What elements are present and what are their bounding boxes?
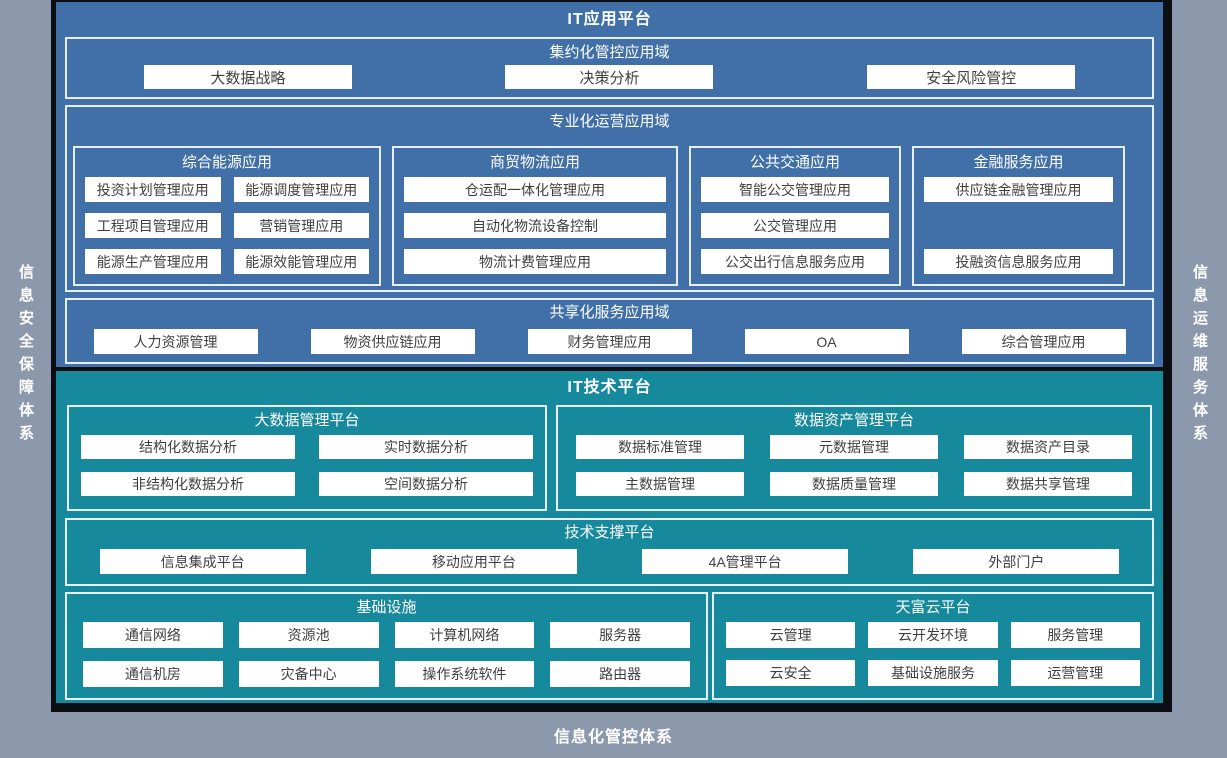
group-financial-services-items: 供应链金融管理应用投融资信息服务应用 [924, 177, 1113, 274]
professional-operation-domain-title: 专业化运营应用域 [549, 113, 670, 130]
module-chip: 移动应用平台 [370, 549, 577, 574]
left-pillar-label: 信息安全保障体系 [17, 264, 34, 448]
data-asset-management-platform: 数据资产管理平台 数据标准管理 元数据管理 数据资产目录主数据管理 数据质量管理 数据共… [556, 405, 1152, 511]
module-chip: 能源调度管理应用 [233, 177, 369, 202]
group-public-transport-items: 智能公交管理应用公交管理应用公交出行信息服务应用 [701, 177, 889, 274]
module-chip: 通信网络 [83, 622, 223, 648]
module-chip: 能源生产管理应用 [85, 249, 221, 274]
group-integrated-energy-title: 综合能源应用 [181, 154, 272, 171]
module-chip: 投资计划管理应用 [85, 177, 221, 202]
module-chip: 操作系统软件 [394, 661, 535, 687]
tech-row-infrastructure: 基础设施 通信网络资源池计算机网络服务器通信机房灾备中心操作系统软件路由器 天富… [65, 592, 1154, 700]
module-chip: 人力资源管理 [93, 329, 258, 354]
tianfu-cloud-platform: 天富云平台 云管理云开发环境服务管理云安全基础设施服务运营管理 [712, 592, 1154, 700]
module-chip: 基础设施服务 [868, 660, 998, 686]
group-financial-services-title: 金融服务应用 [973, 154, 1064, 171]
module-chip: 投融资信息服务应用 [924, 249, 1113, 274]
module-chip: 公交管理应用 [701, 213, 889, 238]
technical-support-platform-title: 技术支撑平台 [564, 524, 655, 541]
module-chip: 运营管理 [1010, 660, 1140, 686]
module-chip: 服务器 [550, 622, 690, 648]
module-chip: 灾备中心 [238, 661, 379, 687]
group-public-transport-title: 公共交通应用 [749, 154, 840, 171]
group-trade-logistics-title: 商贸物流应用 [489, 154, 580, 171]
module-chip: 路由器 [550, 661, 690, 687]
intensive-control-domain: 集约化管控应用域 大数据战略 决策分析 安全风险管控 [65, 37, 1154, 99]
module-chip: 主数据管理 [576, 472, 744, 496]
module-chip: 数据资产目录 [964, 435, 1132, 459]
module-chip: 通信机房 [83, 661, 223, 687]
data-asset-management-platform-title: 数据资产管理平台 [793, 412, 914, 429]
it-technology-platform-title: IT技术平台 [567, 379, 652, 396]
module-chip: 信息集成平台 [99, 549, 306, 574]
informatization-control-bar: 信息化管控体系 [0, 712, 1227, 758]
tianfu-cloud-platform-title: 天富云平台 [895, 599, 971, 616]
module-chip: 工程项目管理应用 [85, 213, 221, 238]
module-chip: 财务管理应用 [527, 329, 692, 354]
module-chip: 结构化数据分析 [81, 435, 295, 459]
data-asset-items: 数据标准管理 元数据管理 数据资产目录主数据管理 数据质量管理 数据共享管理 [576, 435, 1132, 496]
module-chip: 数据质量管理 [770, 472, 938, 496]
module-chip: 服务管理 [1010, 622, 1140, 648]
group-financial-services: 金融服务应用 供应链金融管理应用投融资信息服务应用 [912, 146, 1125, 286]
module-chip: 实时数据分析 [319, 435, 533, 459]
module-chip: 4A管理平台 [642, 549, 849, 574]
module-chip: 外部门户 [913, 549, 1120, 574]
group-integrated-energy: 综合能源应用 投资计划管理应用能源调度管理应用工程项目管理应用营销管理应用能源生… [73, 146, 381, 286]
module-chip: 公交出行信息服务应用 [701, 249, 889, 274]
technical-support-items: 信息集成平台 移动应用平台 4A管理平台 外部门户 [67, 549, 1152, 574]
module-chip: 安全风险管控 [867, 65, 1076, 89]
infrastructure-items: 通信网络资源池计算机网络服务器通信机房灾备中心操作系统软件路由器 [83, 622, 690, 687]
module-chip: 能源效能管理应用 [233, 249, 369, 274]
module-chip: 数据共享管理 [964, 472, 1132, 496]
module-chip: 云管理 [726, 622, 856, 648]
tianfu-cloud-items: 云管理云开发环境服务管理云安全基础设施服务运营管理 [726, 622, 1140, 686]
module-chip: 营销管理应用 [233, 213, 369, 238]
bigdata-management-platform-title: 大数据管理平台 [254, 412, 360, 429]
module-chip: 非结构化数据分析 [81, 472, 295, 496]
module-chip: 智能公交管理应用 [701, 177, 889, 202]
module-chip: 数据标准管理 [576, 435, 744, 459]
tech-row-data-platforms: 大数据管理平台 结构化数据分析实时数据分析非结构化数据分析空间数据分析 数据资产… [65, 405, 1154, 511]
group-trade-logistics: 商贸物流应用 仓运配一体化管理应用自动化物流设备控制物流计费管理应用 [392, 146, 678, 286]
professional-operation-domain: 专业化运营应用域 综合能源应用 投资计划管理应用能源调度管理应用工程项目管理应用… [65, 105, 1154, 292]
infrastructure-title: 基础设施 [356, 599, 417, 616]
it-application-platform-panel: IT应用平台 集约化管控应用域 大数据战略 决策分析 安全风险管控 专业化运营应用域… [56, 2, 1163, 367]
module-chip: OA [744, 329, 909, 354]
infrastructure-box: 基础设施 通信网络资源池计算机网络服务器通信机房灾备中心操作系统软件路由器 [65, 592, 708, 700]
professional-groups-row: 综合能源应用 投资计划管理应用能源调度管理应用工程项目管理应用营销管理应用能源生… [73, 146, 1146, 286]
module-chip: 资源池 [238, 622, 379, 648]
right-pillar-label: 信息运维服务体系 [1191, 264, 1208, 448]
shared-service-domain-title: 共享化服务应用域 [549, 304, 670, 321]
module-chip: 物资供应链应用 [310, 329, 475, 354]
group-integrated-energy-items: 投资计划管理应用能源调度管理应用工程项目管理应用营销管理应用能源生产管理应用能源… [85, 177, 369, 274]
module-chip: 供应链金融管理应用 [924, 177, 1113, 202]
group-public-transport: 公共交通应用 智能公交管理应用公交管理应用公交出行信息服务应用 [689, 146, 901, 286]
shared-service-items: 人力资源管理 物资供应链应用 财务管理应用 OA 综合管理应用 [67, 329, 1152, 354]
group-trade-logistics-items: 仓运配一体化管理应用自动化物流设备控制物流计费管理应用 [404, 177, 666, 274]
bottom-bar-label: 信息化管控体系 [553, 729, 673, 746]
it-application-platform-title: IT应用平台 [567, 11, 652, 28]
intensive-control-domain-title: 集约化管控应用域 [549, 44, 670, 61]
pillar-information-ops-service: 信息运维服务体系 [1172, 0, 1227, 712]
it-technology-platform-panel: IT技术平台 大数据管理平台 结构化数据分析实时数据分析非结构化数据分析空间数据… [56, 371, 1163, 703]
module-chip: 自动化物流设备控制 [404, 213, 666, 238]
shared-service-domain: 共享化服务应用域 人力资源管理 物资供应链应用 财务管理应用 OA 综合管理应用 [65, 298, 1154, 364]
module-chip: 物流计费管理应用 [404, 249, 666, 274]
bigdata-items: 结构化数据分析实时数据分析非结构化数据分析空间数据分析 [81, 435, 533, 496]
module-chip: 综合管理应用 [961, 329, 1126, 354]
module-chip: 仓运配一体化管理应用 [404, 177, 666, 202]
technical-support-platform: 技术支撑平台 信息集成平台 移动应用平台 4A管理平台 外部门户 [65, 518, 1154, 586]
module-chip: 计算机网络 [394, 622, 535, 648]
intensive-control-items: 大数据战略 决策分析 安全风险管控 [67, 65, 1152, 89]
pillar-information-security: 信息安全保障体系 [0, 0, 51, 712]
module-chip: 大数据战略 [143, 65, 352, 89]
module-chip: 云开发环境 [868, 622, 998, 648]
module-chip: 云安全 [726, 660, 856, 686]
module-chip: 决策分析 [505, 65, 714, 89]
module-chip: 元数据管理 [770, 435, 938, 459]
module-chip: 空间数据分析 [319, 472, 533, 496]
bigdata-management-platform: 大数据管理平台 结构化数据分析实时数据分析非结构化数据分析空间数据分析 [67, 405, 547, 511]
